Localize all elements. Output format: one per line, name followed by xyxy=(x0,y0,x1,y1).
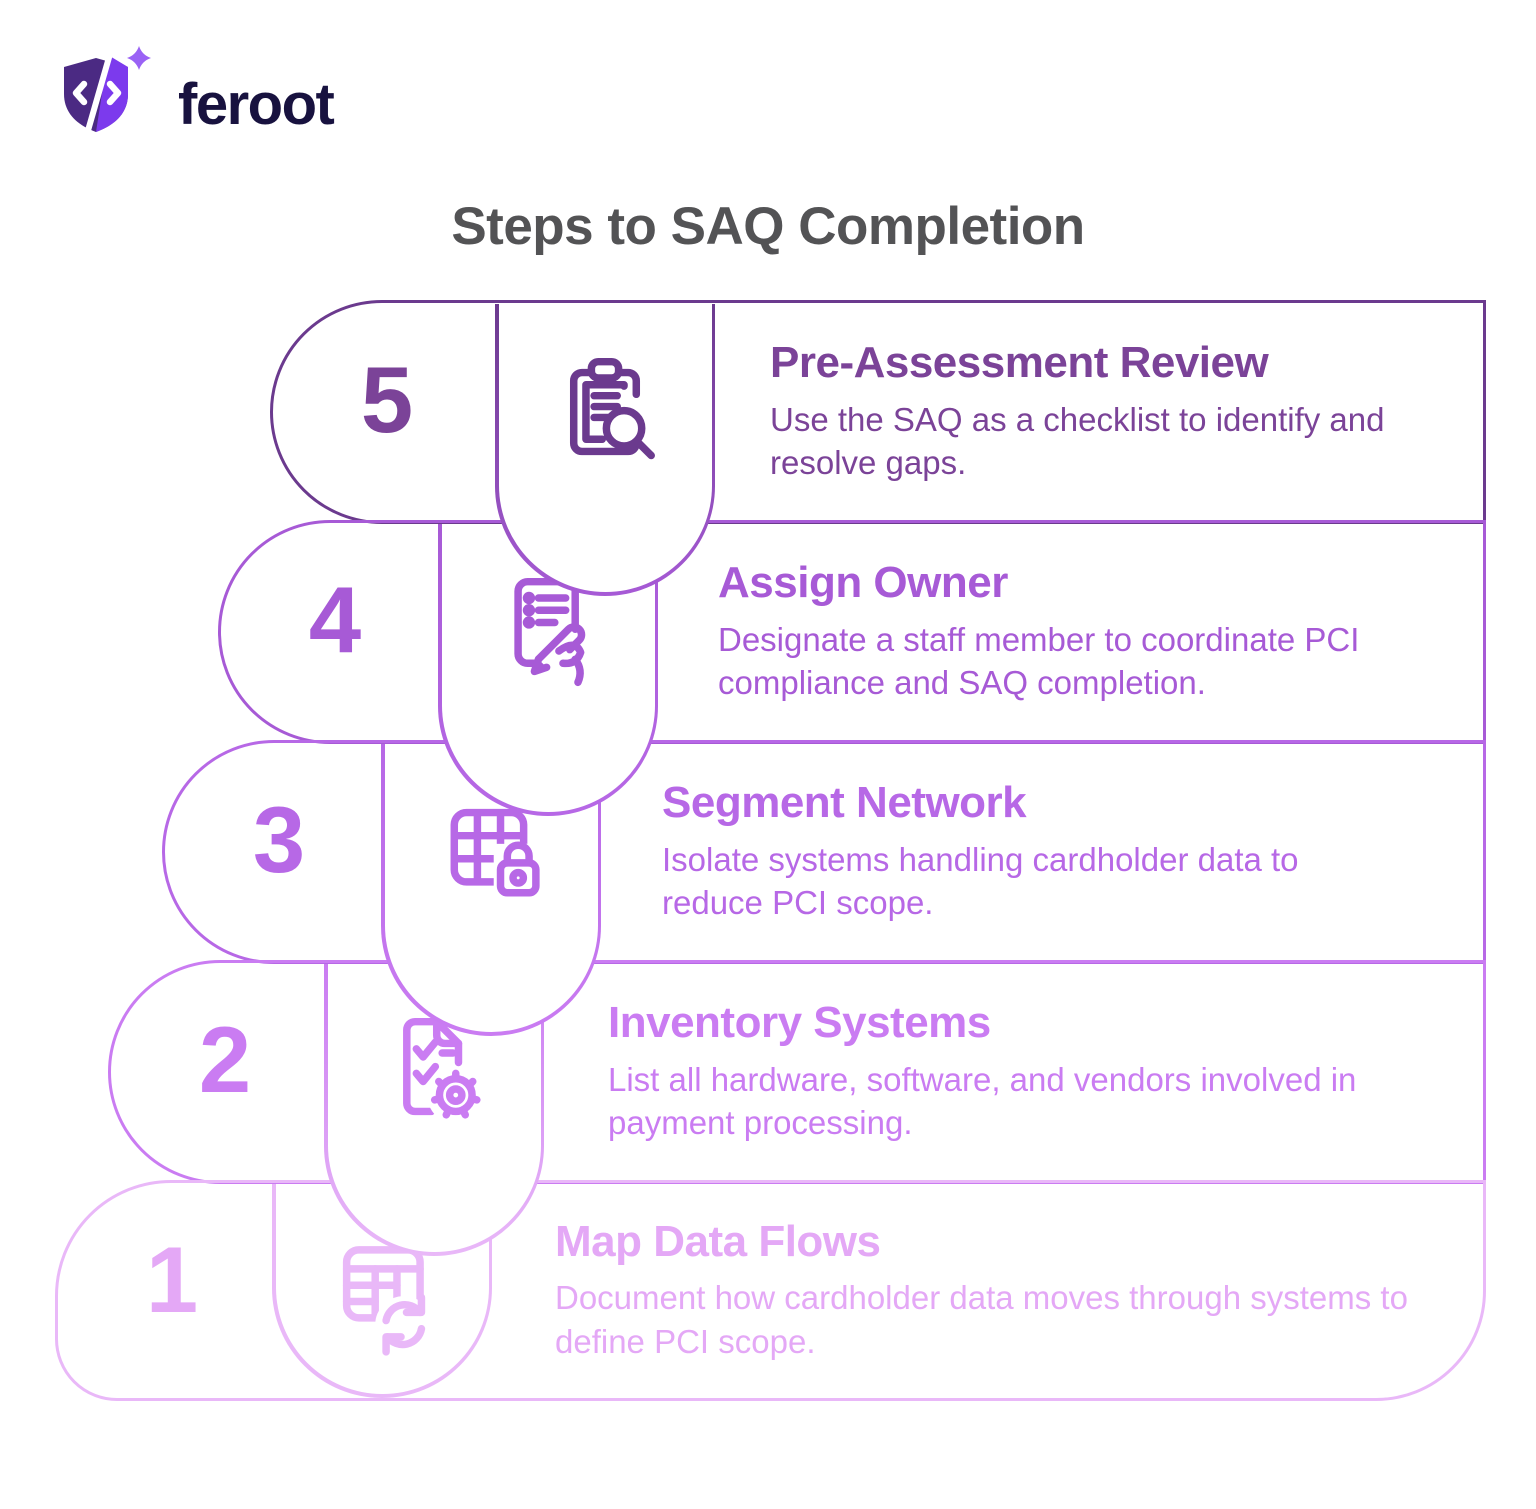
chevron-left-icon xyxy=(72,80,88,106)
step-description: Isolate systems handling cardholder data… xyxy=(662,840,1299,922)
icon-lane-step-4 xyxy=(438,523,658,816)
step-row-2: 2 Inventory Systems List all hardware, s… xyxy=(108,960,1486,1184)
step-title: Assign Owner xyxy=(718,558,1008,608)
chevron-right-icon xyxy=(106,80,122,106)
step-description: Document how cardholder data moves throu… xyxy=(555,1279,1408,1360)
step-row-3: 3 Segment Network Isolate systems handli… xyxy=(162,740,1486,964)
sparkle-icon xyxy=(127,46,151,70)
step-description: Use the SAQ as a checklist to identify a… xyxy=(770,400,1385,482)
step-number: 1 xyxy=(145,1227,199,1332)
step-title: Pre-Assessment Review xyxy=(770,338,1269,388)
step-title: Inventory Systems xyxy=(608,998,991,1048)
step-number: 3 xyxy=(252,787,306,892)
shield-slash xyxy=(84,53,113,135)
step-title: Segment Network xyxy=(662,778,1027,828)
step-copy: Assign Owner Designate a staff member to… xyxy=(718,523,1453,741)
step-number: 2 xyxy=(198,1007,252,1112)
step-description: List all hardware, software, and vendors… xyxy=(608,1060,1357,1142)
clipboard-search-icon xyxy=(569,357,655,459)
icon-lane-step-5 xyxy=(495,303,715,596)
step-copy: Segment Network Isolate systems handling… xyxy=(662,743,1453,961)
step-row-4: 4 Assign Owner Designate a staff member … xyxy=(218,520,1486,744)
step-copy: Pre-Assessment Review Use the SAQ as a c… xyxy=(770,303,1453,521)
step-copy: Inventory Systems List all hardware, sof… xyxy=(608,963,1453,1181)
step-copy: Map Data Flows Document how cardholder d… xyxy=(555,1183,1453,1398)
step-row-5: 5 Pre-Assessment Review Use the SAQ as a… xyxy=(270,300,1486,524)
step-description: Designate a staff member to coordinate P… xyxy=(718,620,1360,702)
step-number: 5 xyxy=(360,347,414,452)
document-gear-icon xyxy=(403,1017,485,1124)
step-title: Map Data Flows xyxy=(555,1216,881,1266)
feroot-logo: feroot xyxy=(54,46,335,146)
feroot-shield-icon xyxy=(64,46,151,135)
shield-right xyxy=(96,55,128,132)
step-row-1: 1 Map Data Flows Document how cardholder… xyxy=(55,1180,1486,1401)
grid-lock-icon xyxy=(450,808,546,898)
step-number: 4 xyxy=(308,567,362,672)
table-sync-icon xyxy=(342,1245,433,1356)
page-title: Steps to SAQ Completion xyxy=(451,196,1085,256)
brand-name: feroot xyxy=(178,72,335,137)
